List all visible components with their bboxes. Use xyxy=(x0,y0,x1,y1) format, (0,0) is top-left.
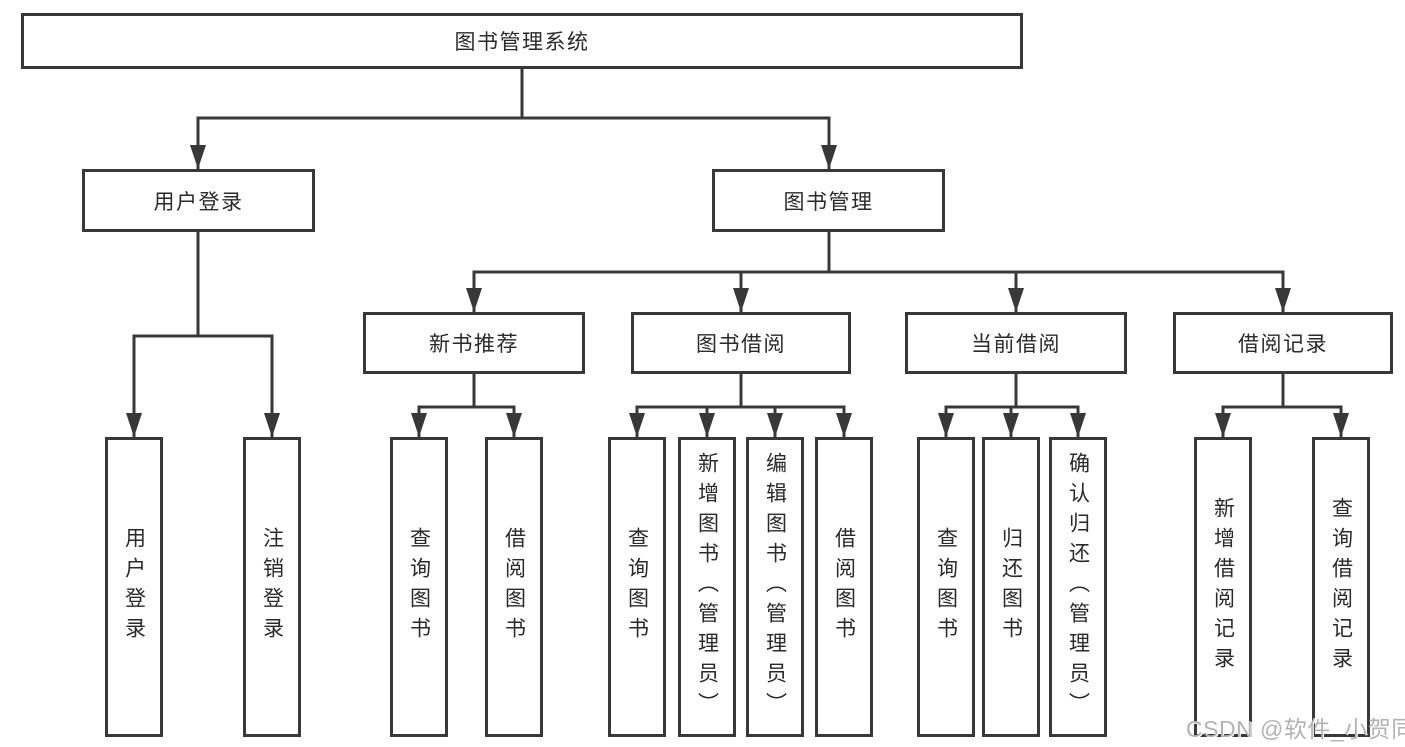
leaf-bb-borrow-books: 借阅图书 xyxy=(815,437,873,737)
node-new-book-recommend: 新书推荐 xyxy=(363,312,585,374)
leaf-bb-query-books: 查询图书 xyxy=(608,437,666,737)
leaf-label: 确认归还（管理员） xyxy=(1066,452,1090,722)
node-library-management-system: 图书管理系统 xyxy=(21,13,1023,69)
leaf-cb-confirm-return-admin: 确认归还（管理员） xyxy=(1049,437,1107,737)
node-label: 借阅记录 xyxy=(1238,333,1328,356)
leaf-label: 归还图书 xyxy=(999,527,1023,647)
leaf-label: 查询借阅记录 xyxy=(1329,497,1353,677)
leaf-label: 查询图书 xyxy=(407,527,431,647)
leaf-br-query-record: 查询借阅记录 xyxy=(1312,437,1370,737)
leaf-nbr-query-books: 查询图书 xyxy=(390,437,448,737)
arrow-connectors xyxy=(126,118,1349,437)
leaf-label: 借阅图书 xyxy=(502,527,526,647)
node-borrowing-records: 借阅记录 xyxy=(1173,312,1393,374)
node-current-borrowing: 当前借阅 xyxy=(905,312,1127,374)
node-book-management: 图书管理 xyxy=(712,169,945,232)
leaf-br-add-record: 新增借阅记录 xyxy=(1194,437,1252,737)
leaf-cb-return-books: 归还图书 xyxy=(982,437,1040,737)
leaf-cb-query-books: 查询图书 xyxy=(917,437,975,737)
node-label: 图书管理系统 xyxy=(454,31,590,54)
leaf-label: 查询图书 xyxy=(934,527,958,647)
leaf-logout: 注销登录 xyxy=(243,437,301,737)
node-label: 当前借阅 xyxy=(971,333,1061,356)
leaf-user-login: 用户登录 xyxy=(105,437,163,737)
node-label: 图书管理 xyxy=(783,190,874,214)
node-label: 图书借阅 xyxy=(696,333,786,356)
node-book-borrowing: 图书借阅 xyxy=(631,312,851,374)
leaf-label: 用户登录 xyxy=(122,527,146,647)
node-label: 用户登录 xyxy=(153,190,244,214)
leaf-bb-edit-books-admin: 编辑图书（管理员） xyxy=(746,437,804,737)
leaf-label: 新增图书（管理员） xyxy=(695,452,719,722)
leaf-label: 编辑图书（管理员） xyxy=(763,452,787,722)
node-label: 新书推荐 xyxy=(429,333,519,356)
leaf-label: 查询图书 xyxy=(625,527,649,647)
leaf-bb-add-books-admin: 新增图书（管理员） xyxy=(678,437,736,737)
leaf-label: 注销登录 xyxy=(260,527,284,647)
csdn-watermark: CSDN @软件_小贺同学 xyxy=(1186,716,1405,742)
node-user-login: 用户登录 xyxy=(82,169,315,232)
leaf-nbr-borrow-books: 借阅图书 xyxy=(485,437,543,737)
leaf-label: 新增借阅记录 xyxy=(1211,497,1235,677)
leaf-label: 借阅图书 xyxy=(832,527,856,647)
